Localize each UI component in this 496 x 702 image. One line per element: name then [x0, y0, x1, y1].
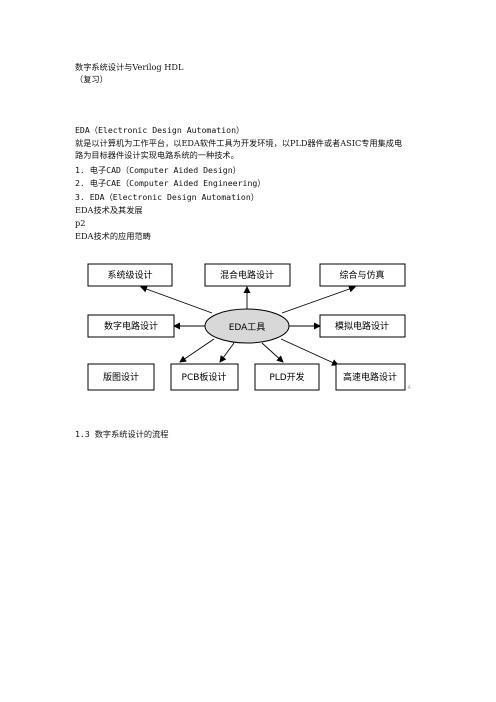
paragraph-mark-icon	[407, 384, 411, 389]
svg-text:PLD开发: PLD开发	[269, 371, 304, 383]
eda-paragraph-line2: 路为目标器件设计实现电路系统的一种技术。	[75, 150, 239, 160]
arrow-system	[140, 285, 213, 314]
diagram-arrows	[140, 285, 356, 366]
box-system-level: 系统级设计	[87, 263, 173, 287]
section-heading: 1.3 数字系统设计的流程	[75, 429, 169, 439]
list-item-cae: 2. 电子CAE（Computer Aided Engineering）	[75, 178, 266, 188]
arrow-pcb	[219, 342, 235, 363]
svg-text:综合与仿真: 综合与仿真	[339, 269, 384, 281]
page-ref: p2	[75, 218, 86, 228]
svg-text:PCB板设计: PCB板设计	[182, 371, 227, 383]
box-pcb: PCB板设计	[170, 363, 239, 391]
arrow-pld	[261, 342, 284, 363]
box-pld: PLD开发	[254, 363, 320, 391]
svg-text:系统级设计: 系统级设计	[107, 269, 152, 281]
svg-text:混合电路设计: 混合电路设计	[220, 269, 274, 281]
box-layout: 版图设计	[87, 363, 155, 391]
box-high-speed: 高速电路设计	[335, 363, 406, 391]
center-label: EDA工具	[229, 322, 266, 333]
list-item-eda: 3. EDA（Electronic Design Automation）	[75, 192, 259, 202]
arrow-synth	[281, 285, 356, 314]
box-mixed-circuit: 混合电路设计	[204, 263, 291, 287]
list-item-cad: 1. 电子CAD（Computer Aided Design）	[75, 165, 241, 175]
arrow-highspeed	[280, 338, 339, 366]
svg-text:模拟电路设计: 模拟电路设计	[335, 320, 389, 332]
center-ellipse: EDA工具	[204, 308, 290, 344]
eda-heading: EDA（Electronic Design Automation）	[75, 125, 245, 135]
scope-label: EDA技术的应用范畴	[75, 231, 151, 241]
doc-subtitle: （复习）	[75, 74, 108, 84]
eda-paragraph-line1: 就是以计算机为工作平台，以EDA软件工具为开发环境，以PLD器件或者ASIC专用…	[75, 138, 403, 148]
doc-title: 数字系统设计与Verilog HDL	[75, 62, 184, 72]
box-synthesis-simulation: 综合与仿真	[319, 263, 406, 287]
svg-text:数字电路设计: 数字电路设计	[104, 320, 158, 332]
svg-text:版图设计: 版图设计	[103, 371, 139, 383]
history-label: EDA技术及其发展	[75, 205, 143, 215]
arrow-layout	[179, 338, 215, 363]
box-analog-circuit: 模拟电路设计	[319, 314, 406, 338]
box-digital-circuit: 数字电路设计	[87, 314, 175, 338]
svg-text:高速电路设计: 高速电路设计	[343, 371, 397, 383]
